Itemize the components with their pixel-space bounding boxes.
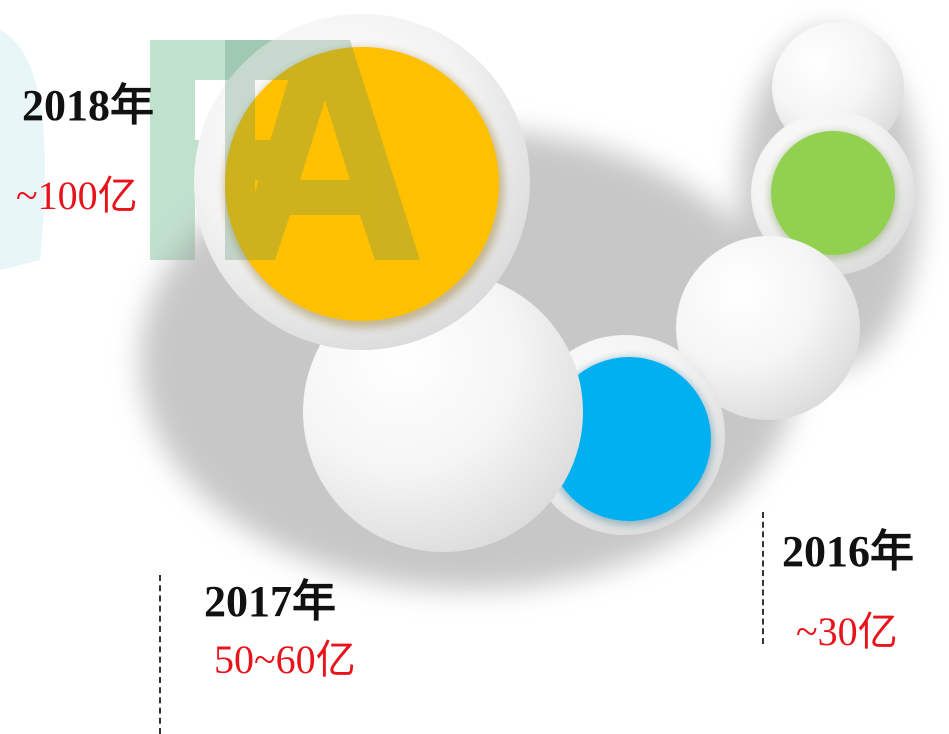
- year-label-2017: 2017年: [204, 577, 336, 626]
- amount-label-2016: ~30亿: [796, 609, 898, 654]
- green-disc: [771, 131, 895, 255]
- dashed-line-2016: [762, 512, 764, 644]
- circle-yellow: [194, 14, 530, 350]
- year-label-2018: 2018年: [22, 81, 154, 130]
- yellow-disc: [225, 47, 499, 321]
- dashed-line-2017: [159, 575, 161, 734]
- amount-label-2018: ~100亿: [16, 173, 138, 218]
- amount-label-2017: 50~60亿: [214, 637, 356, 682]
- watermark-overlay: [225, 40, 420, 260]
- circle-plain-right: [676, 236, 860, 420]
- year-label-2016: 2016年: [782, 527, 914, 576]
- circle-green: [751, 111, 915, 275]
- blue-disc: [547, 357, 711, 521]
